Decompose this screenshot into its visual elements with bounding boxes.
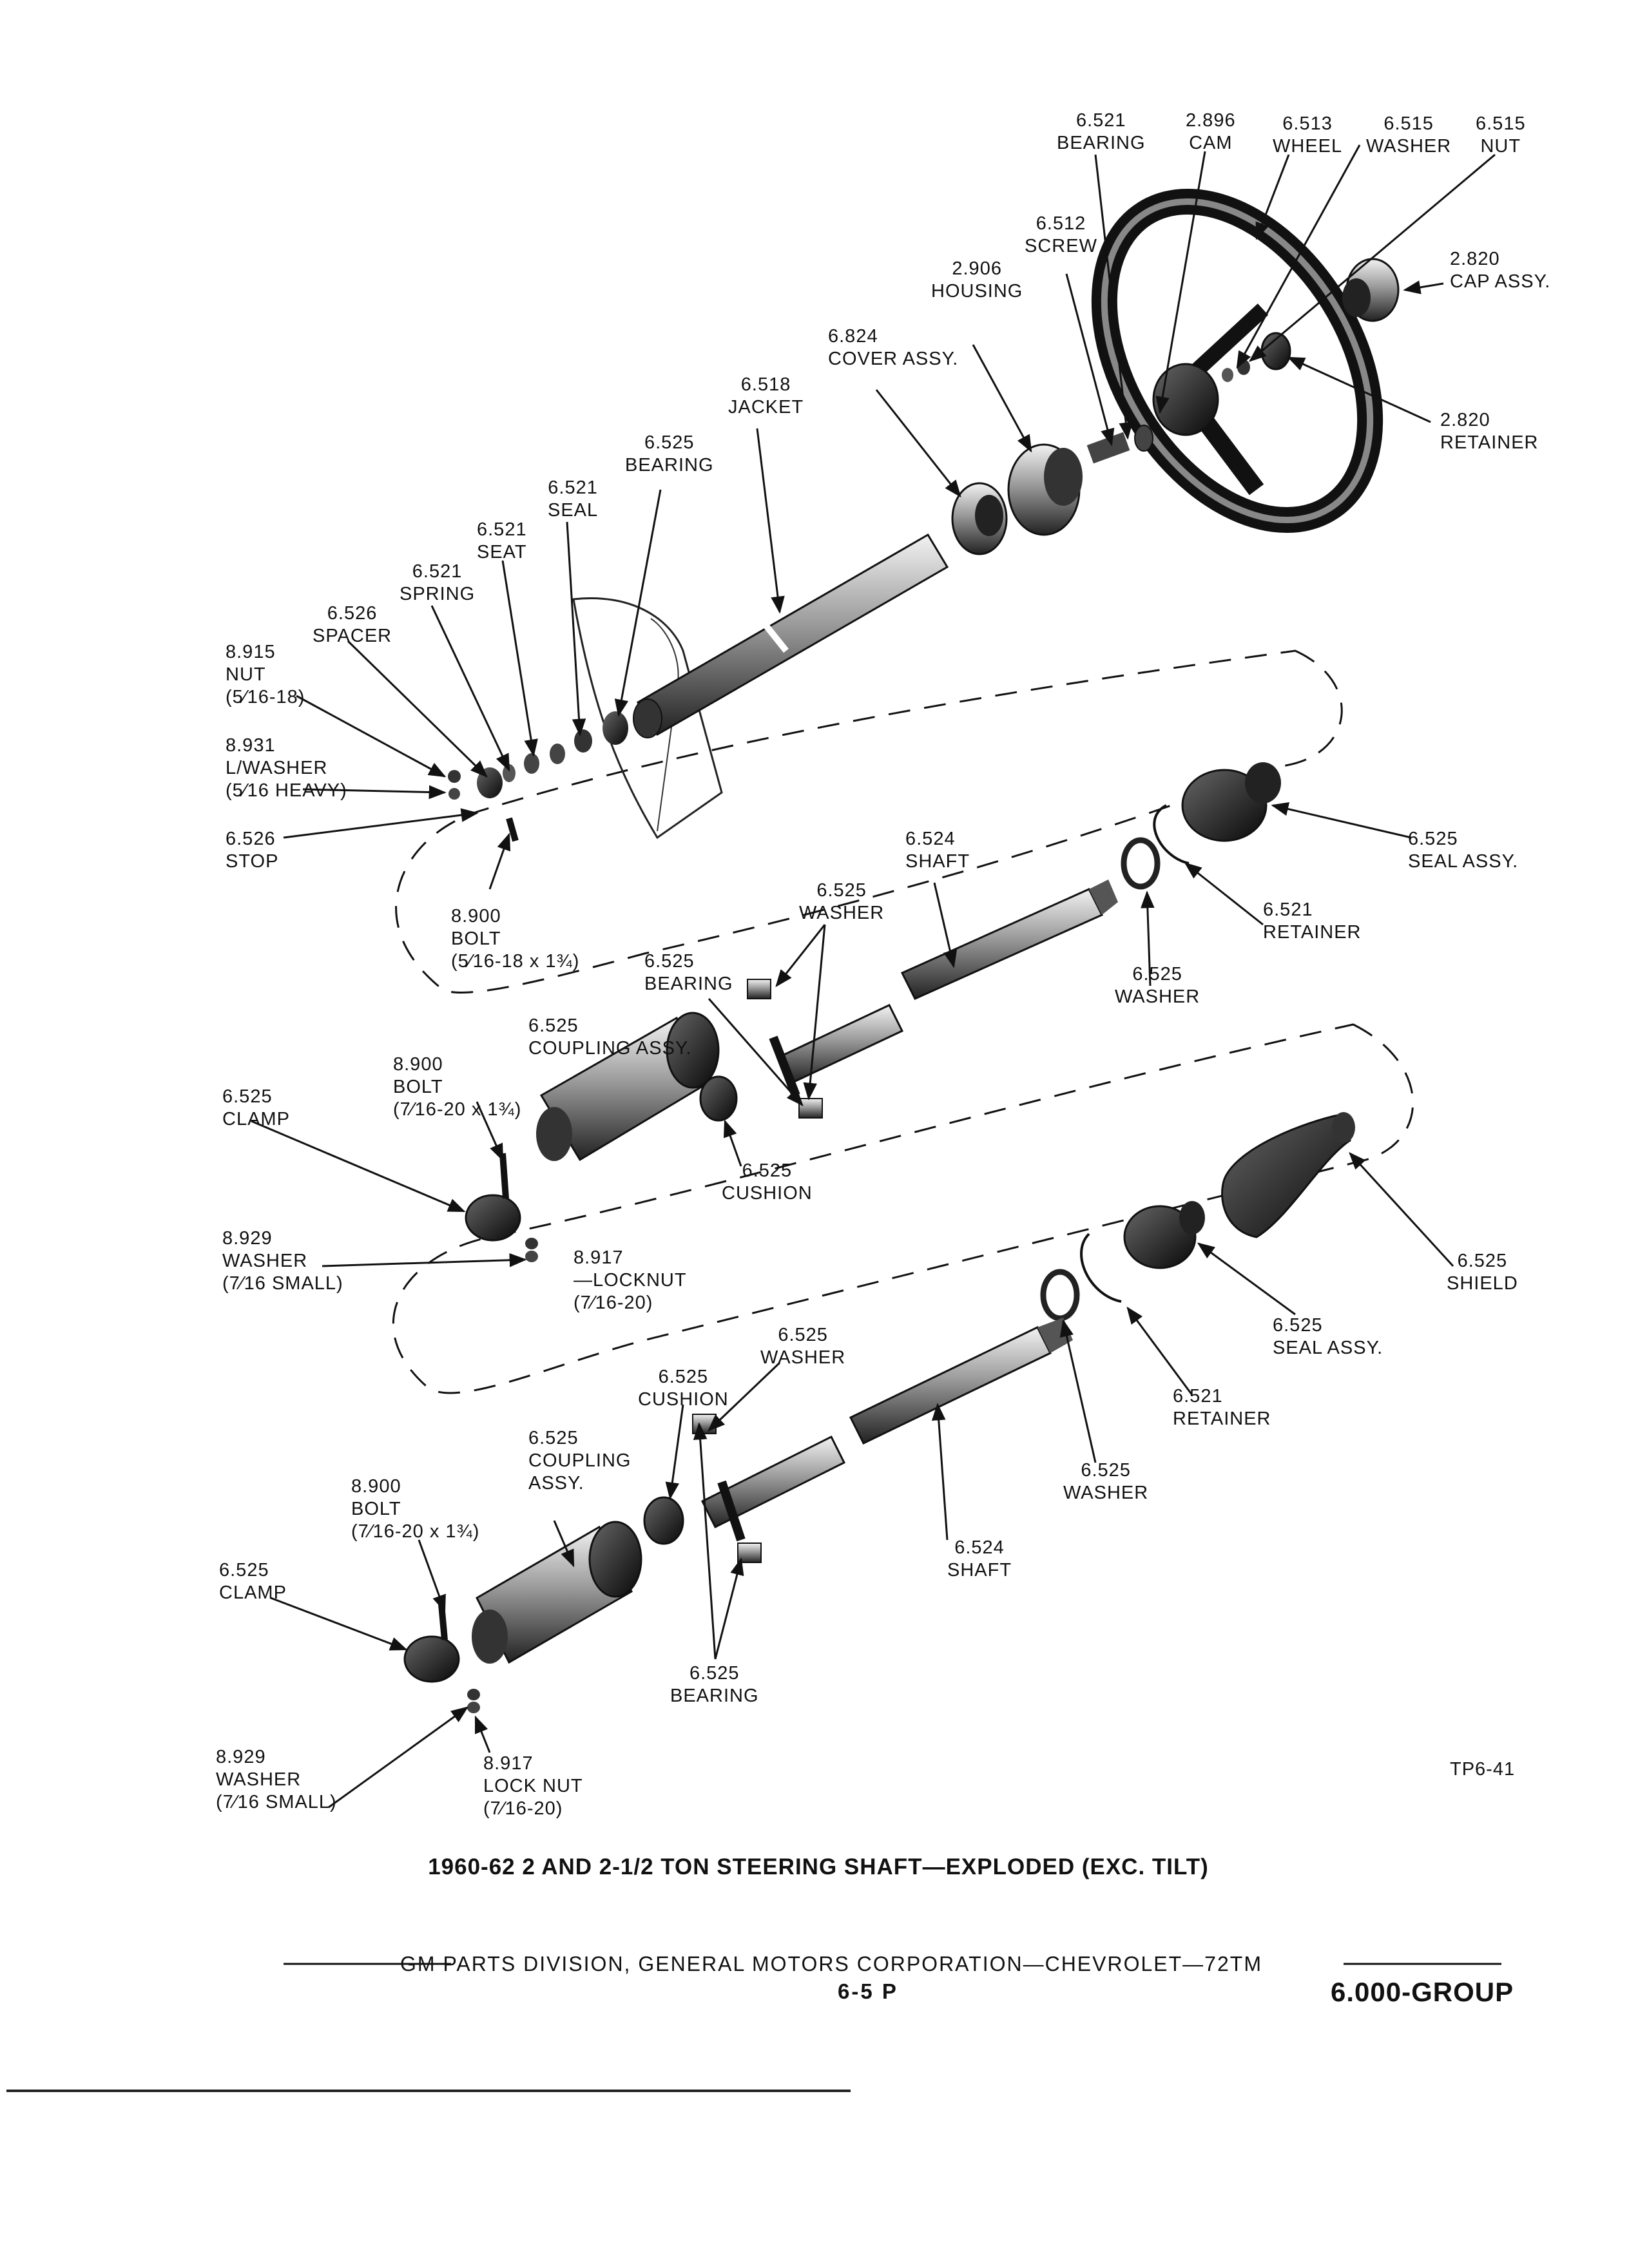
dashed-loop-lower	[392, 1023, 1414, 1394]
cushion-upper	[699, 1075, 738, 1122]
bearing-cup-upper-b	[798, 1098, 823, 1119]
footer-page-number: 6-5 P	[838, 1979, 898, 2003]
retainer-clip-upper	[1153, 804, 1190, 865]
shaft-6524-upper	[778, 879, 1118, 1084]
steering-wheel	[1091, 188, 1383, 533]
column-small-parts	[448, 711, 628, 842]
bearing-cup-lower-a	[692, 1414, 717, 1434]
washer-6515-part	[1222, 368, 1233, 382]
label-locknut-8917-a: 8.917—LOCKNUT(7⁄16-20)	[574, 1247, 687, 1313]
washer-ring-upper	[1121, 837, 1161, 890]
cushion-lower	[643, 1496, 684, 1545]
housing-2906	[1007, 432, 1130, 536]
footer-publisher: GM PARTS DIVISION, GENERAL MOTORS CORPOR…	[400, 1952, 1262, 1975]
jacket-6518	[633, 533, 949, 738]
seal-assy-6525-lower	[1123, 1201, 1205, 1269]
bearing-cup-upper-a	[747, 979, 771, 999]
footer-group: 6.000-GROUP	[1331, 1977, 1514, 2007]
figure-code: TP6-41	[1450, 1759, 1516, 1780]
cam-part	[1134, 425, 1153, 452]
shaft-6524-lower	[700, 1318, 1073, 1529]
retainer-clip-lower	[1080, 1233, 1122, 1303]
shield-6525	[1221, 1112, 1355, 1238]
figure-caption: 1960-62 2 AND 2-1/2 TON STEERING SHAFT—E…	[428, 1854, 1209, 1879]
washer-ring-lower	[1040, 1269, 1080, 1321]
leader-lines	[251, 144, 1496, 1809]
coupling-assy-lower	[472, 1521, 642, 1664]
seal-assy-6525-upper	[1181, 762, 1281, 842]
cowl-panel	[572, 597, 723, 840]
cap-assy	[1342, 258, 1400, 322]
cover-assy-6824	[951, 482, 1008, 555]
clamp-upper	[465, 1153, 538, 1262]
clamp-lower	[403, 1604, 480, 1713]
